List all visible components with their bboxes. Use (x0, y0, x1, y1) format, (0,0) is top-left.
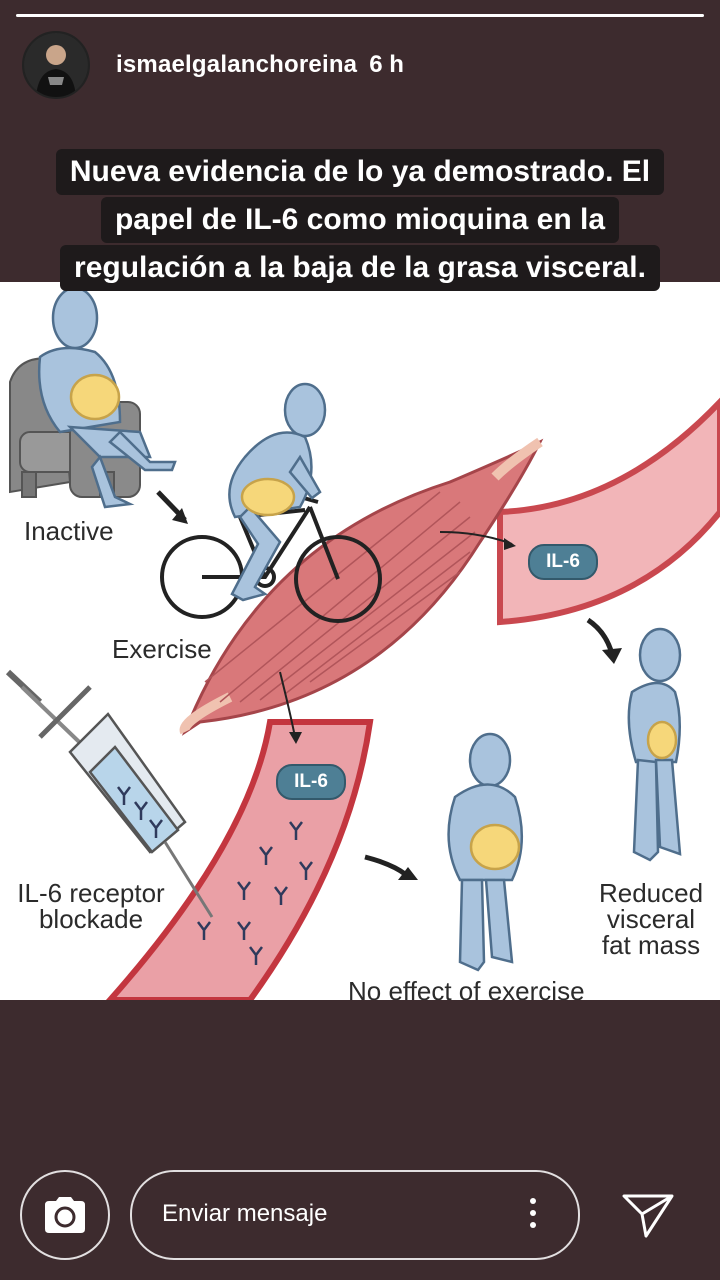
story-progress (16, 14, 704, 17)
avatar-image (24, 33, 88, 97)
no-effect-person (447, 732, 523, 972)
label-no-effect: No effect of exercise (348, 976, 585, 1000)
story-progress-segment (16, 14, 704, 17)
label-reduced-line2: visceral (606, 904, 696, 934)
caption-line: regulación a la baja de la grasa viscera… (60, 245, 660, 291)
cyclist-person (228, 382, 327, 602)
message-input[interactable]: Enviar mensaje (130, 1170, 580, 1260)
il6-badge-top: IL-6 (528, 544, 598, 580)
blood-vessel-top (497, 397, 720, 626)
story-caption: Nueva evidencia de lo ya demostrado. El … (0, 148, 720, 292)
story-image: Inactive Exercise IL-6 IL-6 IL-6 recepto… (0, 282, 720, 1000)
more-vertical-icon[interactable] (530, 1198, 538, 1234)
label-inactive: Inactive (24, 516, 114, 546)
caption-line: papel de IL-6 como mioquina en la (100, 197, 620, 243)
camera-button[interactable] (20, 1170, 110, 1260)
muscle (179, 437, 544, 736)
story-composer: Enviar mensaje (0, 1150, 720, 1280)
username[interactable]: ismaelgalanchoreina (116, 51, 358, 78)
il6-badge-bottom: IL-6 (276, 764, 346, 800)
inactive-person (37, 286, 177, 509)
story-header: ismaelgalanchoreina 6 h (22, 31, 404, 99)
post-time: 6 h (369, 51, 404, 78)
label-reduced: Reduced visceral fat mass (586, 880, 716, 958)
label-blockade-line2: blockade (38, 904, 144, 934)
message-placeholder: Enviar mensaje (162, 1200, 328, 1227)
syringe (5, 669, 214, 918)
camera-icon (45, 1197, 85, 1233)
label-blockade: IL-6 receptor blockade (4, 880, 178, 932)
send-icon[interactable] (620, 1190, 676, 1240)
antibodies (117, 786, 313, 965)
label-exercise: Exercise (112, 634, 212, 664)
reduced-fat-person (627, 627, 682, 862)
label-blockade-line1: IL-6 receptor (17, 878, 165, 908)
label-reduced-line3: fat mass (601, 930, 701, 960)
caption-line: Nueva evidencia de lo ya demostrado. El (55, 149, 665, 195)
avatar[interactable] (22, 31, 90, 99)
label-reduced-line1: Reduced (598, 878, 704, 908)
